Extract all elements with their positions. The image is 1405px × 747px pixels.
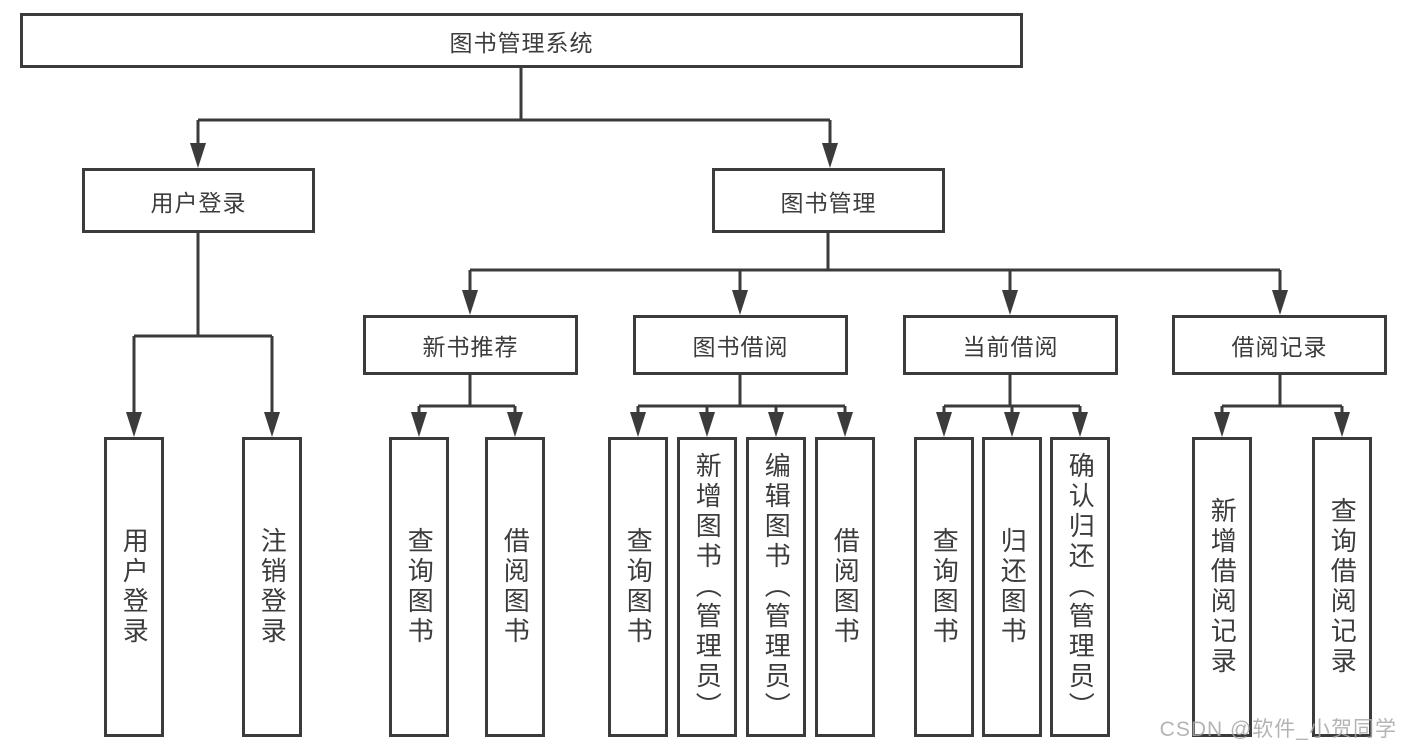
leaf-label: 注销登录 [257, 527, 288, 647]
connector-book-borrow-to-leaves [636, 375, 847, 414]
node-label: 当前借阅 [962, 334, 1059, 360]
leaf-label: 查询图书 [623, 527, 654, 647]
leaf-confirm-return-admin: 确认归还（管理员） [1050, 437, 1110, 737]
leaf-logout: 注销登录 [242, 437, 302, 737]
arrowheads-level2 [190, 143, 838, 168]
leaf-label: 确认归还（管理员） [1065, 452, 1096, 722]
arrowheads-user-login-leaves [126, 412, 280, 437]
leaf-return-books: 归还图书 [982, 437, 1042, 737]
leaf-borrow-books-borrowing: 借阅图书 [815, 437, 875, 737]
node-label: 图书管理 [780, 189, 877, 216]
leaf-label: 新增图书（管理员） [692, 452, 723, 722]
leaf-edit-books-admin: 编辑图书（管理员） [746, 437, 806, 737]
node-label: 用户登录 [150, 189, 247, 216]
leaf-borrow-books-recommend: 借阅图书 [485, 437, 545, 737]
node-book-borrowing: 图书借阅 [633, 315, 848, 375]
watermark: CSDN @软件_小贺同学 [1159, 718, 1397, 741]
connector-book-mgmt-to-level3 [468, 233, 1282, 292]
leaf-label: 新增借阅记录 [1207, 497, 1238, 677]
connector-current-borrow-to-leaves [942, 375, 1082, 414]
arrowheads-book-borrow-leaves [630, 412, 853, 437]
node-user-login: 用户登录 [82, 168, 315, 233]
node-borrowing-records: 借阅记录 [1172, 315, 1387, 375]
connector-new-book-rec-to-leaves [417, 375, 517, 414]
leaf-label: 归还图书 [997, 527, 1028, 647]
leaf-add-books-admin: 新增图书（管理员） [677, 437, 737, 737]
leaf-label: 编辑图书（管理员） [761, 452, 792, 722]
leaf-query-books-borrowing: 查询图书 [608, 437, 668, 737]
arrowheads-new-book-rec-leaves [411, 412, 523, 437]
leaf-query-books-recommend: 查询图书 [389, 437, 449, 737]
leaf-label: 用户登录 [119, 527, 150, 647]
leaf-query-borrow-record: 查询借阅记录 [1312, 437, 1372, 737]
leaf-label: 查询图书 [404, 527, 435, 647]
leaf-query-books-current: 查询图书 [914, 437, 974, 737]
node-book-management: 图书管理 [712, 168, 945, 233]
leaf-label: 查询借阅记录 [1327, 497, 1358, 677]
arrowheads-level3 [462, 290, 1288, 315]
connector-root-to-level2 [196, 68, 832, 146]
leaf-label: 借阅图书 [500, 527, 531, 647]
leaf-label: 查询图书 [929, 527, 960, 647]
arrowheads-borrow-record-leaves [1214, 412, 1350, 437]
connector-borrow-record-to-leaves [1220, 375, 1344, 414]
connector-user-login-to-leaves [132, 233, 274, 414]
node-library-management-system: 图书管理系统 [20, 13, 1023, 68]
node-label: 图书管理系统 [449, 29, 594, 56]
node-label: 新书推荐 [422, 334, 519, 360]
leaf-add-borrow-record: 新增借阅记录 [1192, 437, 1252, 737]
arrowheads-current-borrow-leaves [936, 412, 1088, 437]
leaf-label: 借阅图书 [830, 527, 861, 647]
node-current-borrowing: 当前借阅 [903, 315, 1118, 375]
node-new-book-recommend: 新书推荐 [363, 315, 578, 375]
node-label: 图书借阅 [692, 334, 789, 360]
leaf-user-login: 用户登录 [104, 437, 164, 737]
node-label: 借阅记录 [1231, 334, 1328, 360]
